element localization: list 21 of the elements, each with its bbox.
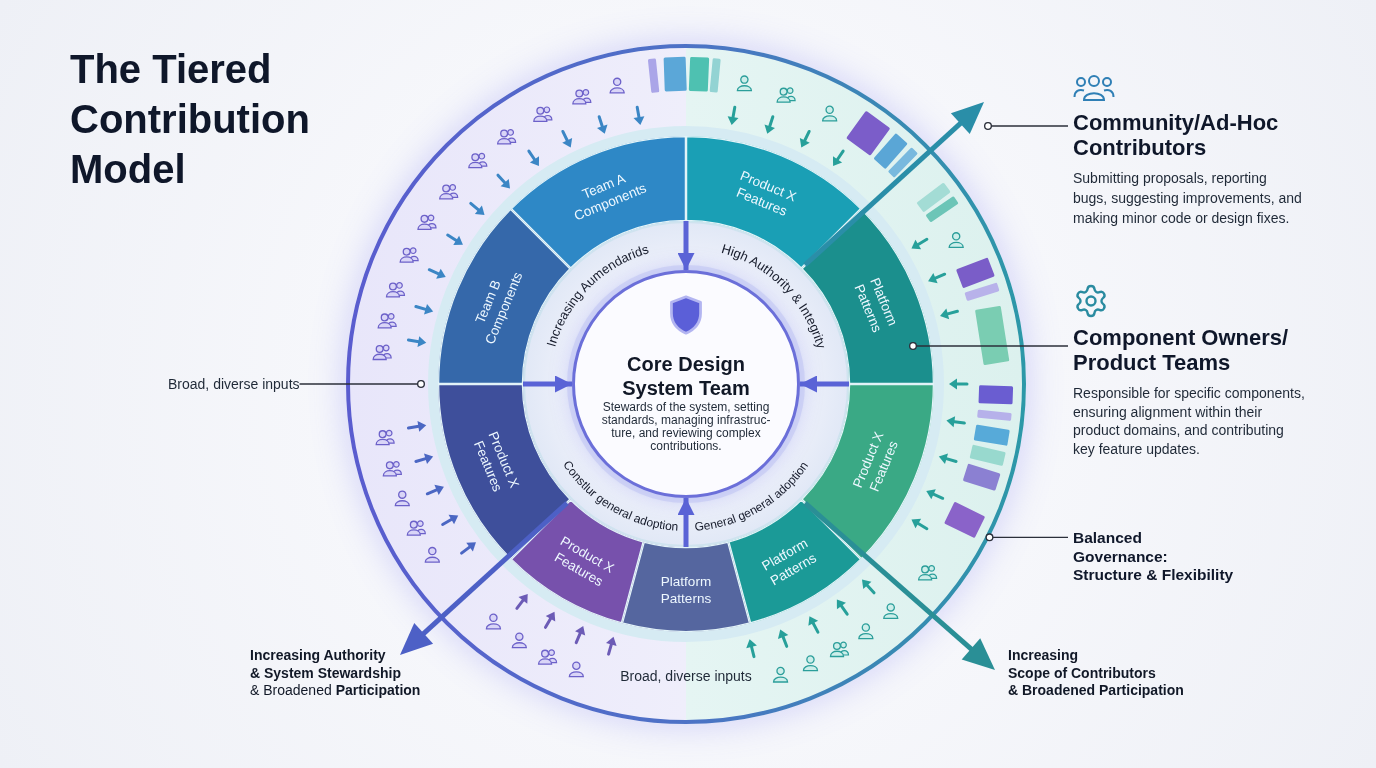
band-label: Broad, diverse inputs [620,667,752,685]
direction-label: Increasing Scope of Contributors & Broadened Participation [1008,647,1184,700]
callout-heading: Component Owners/ Product Teams [1073,325,1290,375]
callout-description: Submitting proposals, reporting bugs, suggesting improvements, and making minor code or design fixes. [1073,169,1302,228]
arrow [677,498,695,547]
segment-label: Platform Patterns [660,572,712,607]
title: The Tiered Contribution Model [70,46,310,193]
direction-label: Increasing Authority & System Stewardship & Broadened Participation [250,647,421,700]
arrow [523,375,572,393]
callout-label: Balanced Governance: Structure & Flexibility [1073,529,1234,585]
callout-heading: Community/Ad-Hoc Contributors [1073,110,1280,160]
leader-line [984,122,1069,130]
leader-line [985,533,1069,542]
core-description: Stewards of the system, setting standards, managing infrastruc- ture, and reviewing complex contributions. [601,401,771,453]
core-title: Core Design System Team [622,352,750,400]
callout-description: Responsible for specific components, ensuring alignment within their product domains, and contributing key feature updates. [1073,384,1305,458]
leader-line [298,380,425,388]
leader-line [909,342,1069,350]
arrow [677,221,695,270]
callout-label: Broad, diverse inputs [168,375,300,393]
arrow [800,375,849,393]
